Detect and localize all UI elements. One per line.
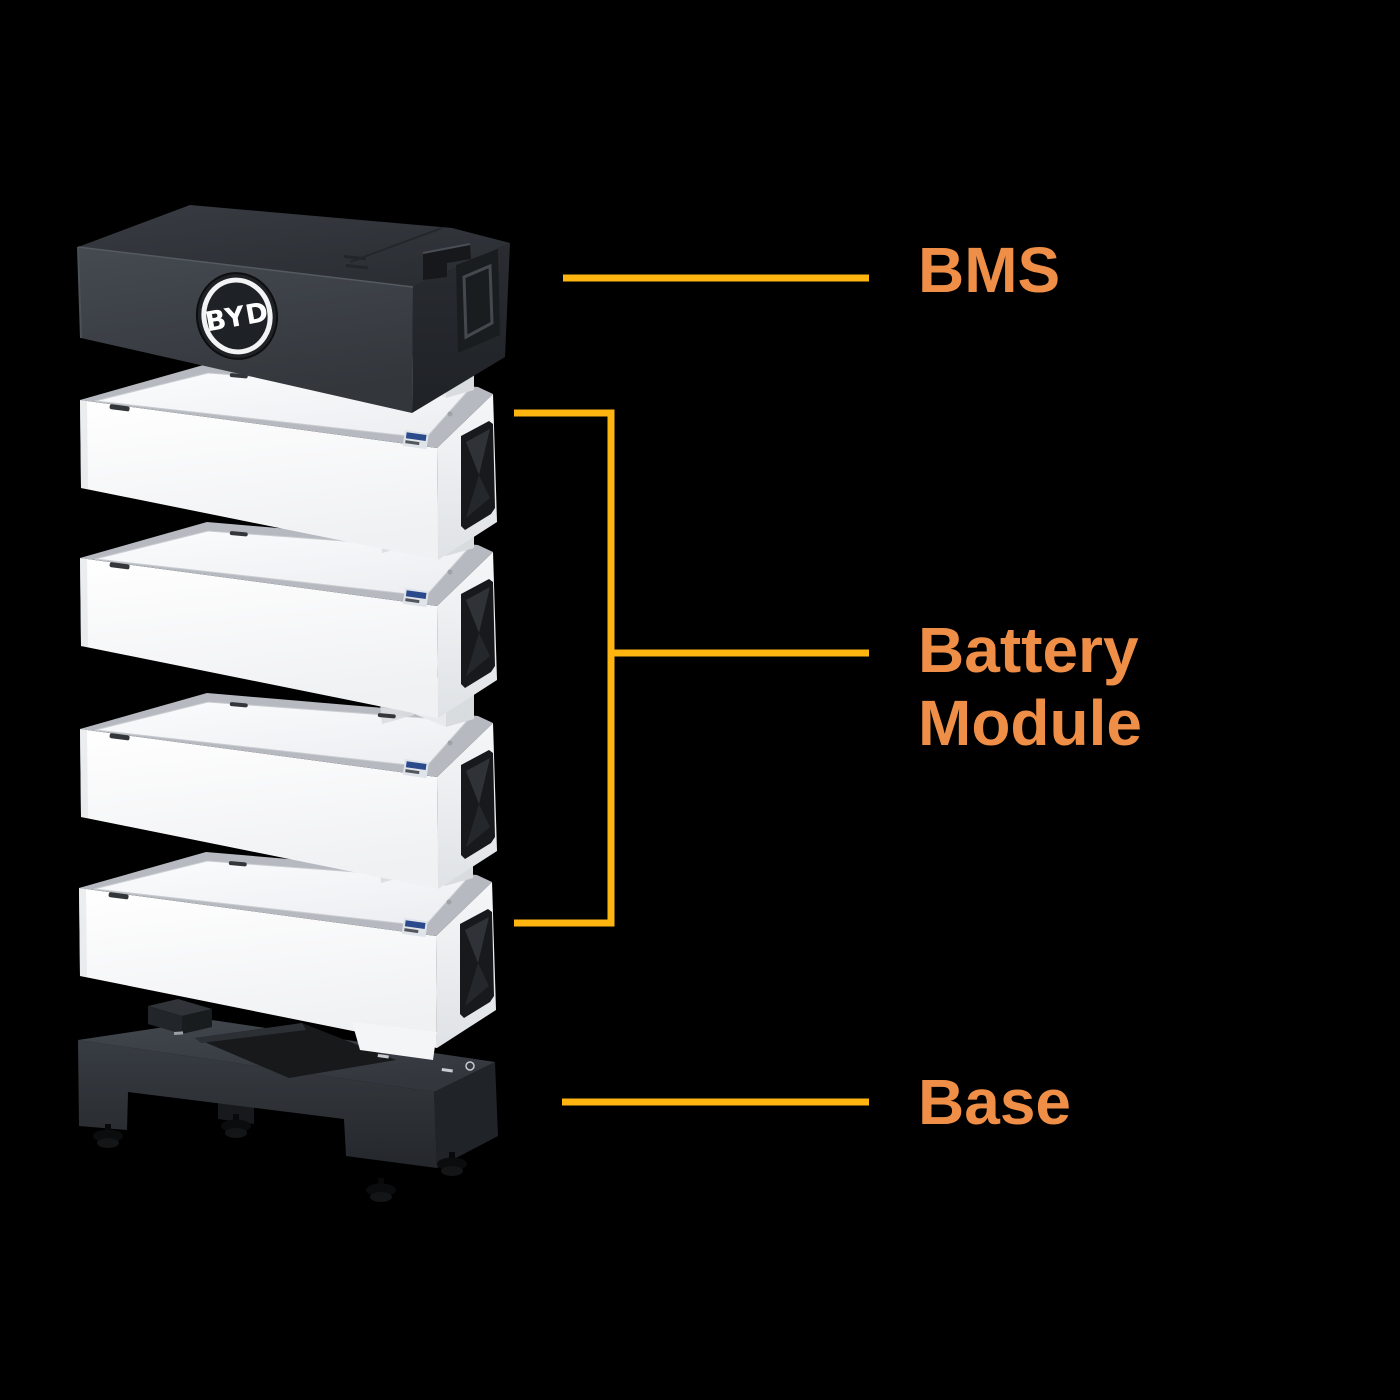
base-side-face	[434, 1062, 498, 1168]
module-id-label	[402, 430, 429, 450]
bms-label: BMS	[918, 234, 1061, 306]
battery-module-bracket	[514, 409, 615, 927]
base-foot	[437, 1152, 467, 1176]
battery-module-3	[80, 677, 497, 889]
bms-edge-highlight	[77, 246, 414, 288]
module-left-edge-shade	[80, 400, 88, 489]
base-mark	[174, 1031, 184, 1035]
bms-vent	[345, 264, 368, 270]
base-foot	[221, 1114, 251, 1138]
bms-unit: BYD	[77, 205, 510, 413]
module-vent-slot	[109, 404, 130, 412]
module-vent-slot	[377, 713, 396, 719]
base-mark	[441, 1068, 453, 1073]
bms-notch-edge	[422, 243, 471, 254]
module-handle-reflection	[466, 587, 490, 633]
module-front-face	[80, 400, 438, 560]
battery-module-1	[80, 348, 497, 560]
module-id-label	[402, 588, 429, 608]
module-handle-reflection	[466, 804, 490, 847]
base-connector-front	[148, 1006, 182, 1034]
base-connector-block	[148, 999, 212, 1034]
module-vent-slot	[108, 892, 129, 900]
base-connector-side	[182, 1009, 212, 1034]
module-front-face	[79, 888, 437, 1048]
base-front-face	[78, 1040, 437, 1168]
module-handle-reflection	[466, 758, 490, 804]
bms-vent	[343, 255, 366, 261]
module-screw	[447, 411, 453, 417]
module-vent-slot	[229, 531, 248, 537]
module-screw	[447, 569, 453, 575]
bms-notch	[423, 244, 471, 280]
module-front-face	[80, 558, 438, 718]
bms-top-seam	[349, 227, 443, 263]
base-stand	[78, 999, 498, 1202]
battery-module-label: Battery Module	[918, 614, 1142, 759]
module-vent-slot	[229, 702, 248, 708]
module-left-edge-shade	[80, 729, 88, 818]
module-vent-slot	[228, 861, 247, 867]
module-vent-slot	[109, 733, 130, 741]
module-vent-slot	[109, 562, 130, 570]
module4-base-overlap	[352, 1022, 437, 1060]
module-left-edge-shade	[80, 558, 88, 647]
base-hole-wall	[195, 1023, 306, 1043]
module-screw	[447, 740, 453, 746]
module-left-edge-shade	[79, 888, 87, 977]
module-id-label	[402, 759, 429, 779]
module-handle-reflection	[466, 475, 490, 518]
module-screw	[446, 899, 452, 905]
base-mark	[465, 1061, 475, 1071]
module-handle-reflection	[466, 429, 490, 475]
bms-handle-frame	[462, 263, 494, 340]
module-front-face	[80, 729, 438, 889]
bms-top-face	[78, 205, 510, 287]
base-label: Base	[918, 1066, 1071, 1138]
module-handle-reflection	[465, 917, 489, 963]
base-connector-top	[148, 999, 212, 1016]
bms-edge-highlight	[77, 246, 82, 339]
base-foot	[93, 1124, 123, 1148]
byd-logo: BYD	[195, 272, 279, 360]
module-handle-reflection	[465, 963, 489, 1006]
base-mark	[377, 1054, 389, 1059]
base-foot	[366, 1178, 396, 1202]
module-id-label	[401, 918, 428, 938]
bms-handle-recess	[456, 249, 500, 353]
module-handle-reflection	[466, 633, 490, 676]
